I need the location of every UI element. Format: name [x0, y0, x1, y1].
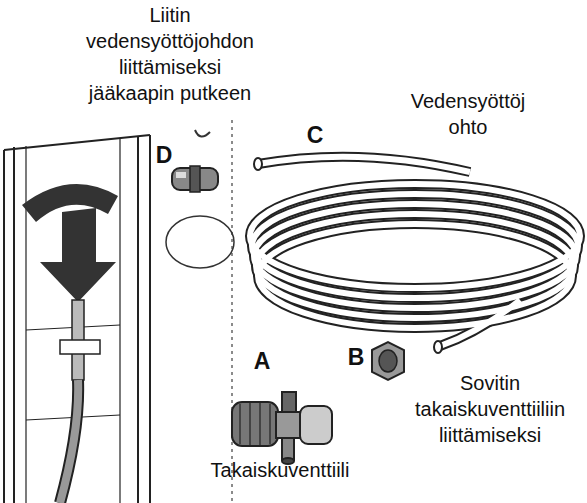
- part-label: Vedensyöttöj ohto: [398, 88, 538, 140]
- direction-arrow: [22, 184, 118, 302]
- connector-d: [172, 166, 218, 192]
- hose-coil: [250, 157, 580, 353]
- separator-line: [231, 120, 233, 503]
- adapter-b: [372, 342, 404, 380]
- callout-letter: D: [152, 142, 176, 168]
- callout-letter: C: [303, 122, 327, 148]
- part-label: Takaiskuventtiili: [190, 457, 370, 483]
- hook-mark: [195, 130, 210, 137]
- fridge-pipe: [60, 300, 100, 503]
- part-label: Liitin vedensyöttöjohdon liittämiseksi j…: [80, 2, 260, 106]
- callout-letter: A: [250, 348, 274, 374]
- part-label: Sovitin takaiskuventtiiliin liittämiseks…: [405, 370, 575, 448]
- outline-ellipse: [166, 216, 234, 268]
- check-valve-a: [232, 392, 332, 464]
- fridge-back: [4, 135, 150, 503]
- callout-letter: B: [344, 344, 368, 370]
